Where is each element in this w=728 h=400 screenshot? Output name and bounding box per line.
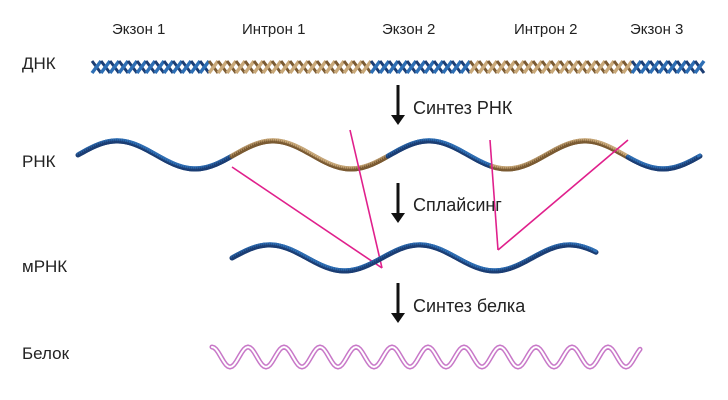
process-arrows — [391, 85, 405, 323]
mrna-segment — [592, 248, 598, 253]
rna-strand — [75, 138, 703, 172]
splice-line — [497, 139, 629, 251]
splice-line — [489, 139, 499, 251]
splice-line — [349, 129, 383, 269]
step-splicing: Сплайсинг — [413, 195, 502, 215]
splicing-lines — [231, 129, 629, 269]
mrna-strand — [229, 242, 599, 274]
row-label-mrna: мРНК — [22, 257, 68, 276]
arrow-head — [391, 115, 405, 125]
label-intron-2: Интрон 2 — [514, 21, 578, 38]
label-exon-3: Экзон 3 — [630, 21, 684, 38]
step-rna-synthesis: Синтез РНК — [413, 98, 513, 118]
dna-double-helix — [90, 59, 706, 75]
splice-line — [231, 166, 383, 269]
row-label-protein: Белок — [22, 344, 70, 363]
arrow-head — [391, 313, 405, 323]
protein-core — [211, 345, 641, 369]
dna-turn-front — [693, 59, 706, 75]
row-label-rna: РНК — [22, 152, 56, 171]
rna-segment — [696, 153, 702, 158]
row-label-dna: ДНК — [22, 54, 56, 73]
protein-chain — [209, 344, 643, 370]
label-intron-1: Интрон 1 — [242, 21, 306, 38]
label-exon-2: Экзон 2 — [382, 21, 436, 38]
label-exon-1: Экзон 1 — [112, 21, 166, 38]
arrow-head — [391, 213, 405, 223]
step-protein-synthesis: Синтез белка — [413, 296, 526, 316]
